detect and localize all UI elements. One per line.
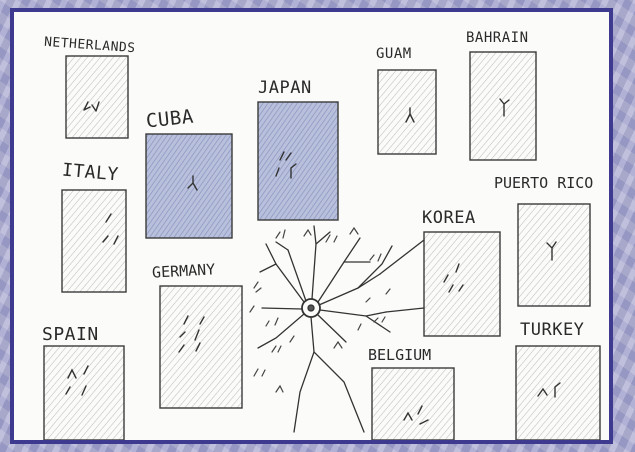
- label-belgium: BELGIUM: [368, 346, 431, 364]
- label-puerto-rico: PUERTO RICO: [494, 174, 593, 192]
- label-guam: GUAM: [376, 46, 412, 62]
- box-cuba: [146, 134, 232, 238]
- sketch-sheet: NETHERLANDS GUAM BAHRAIN JAPAN CUBA ITAL…: [10, 8, 613, 444]
- box-netherlands: [66, 56, 128, 138]
- box-belgium: [372, 368, 454, 440]
- box-puerto-rico: [518, 204, 590, 306]
- box-guam: [378, 70, 436, 154]
- box-italy: [62, 190, 126, 292]
- label-germany: GERMANY: [152, 260, 216, 281]
- label-spain: SPAIN: [42, 324, 99, 345]
- sketch-drawing: [14, 12, 609, 440]
- label-turkey: TURKEY: [520, 320, 584, 340]
- label-korea: KOREA: [422, 208, 476, 228]
- box-germany: [160, 286, 242, 408]
- label-japan: JAPAN: [258, 78, 312, 98]
- box-turkey: [516, 346, 600, 440]
- label-bahrain: BAHRAIN: [466, 30, 529, 46]
- box-japan: [258, 102, 338, 220]
- box-spain: [44, 346, 124, 440]
- box-bahrain: [470, 52, 536, 160]
- box-korea: [424, 232, 500, 336]
